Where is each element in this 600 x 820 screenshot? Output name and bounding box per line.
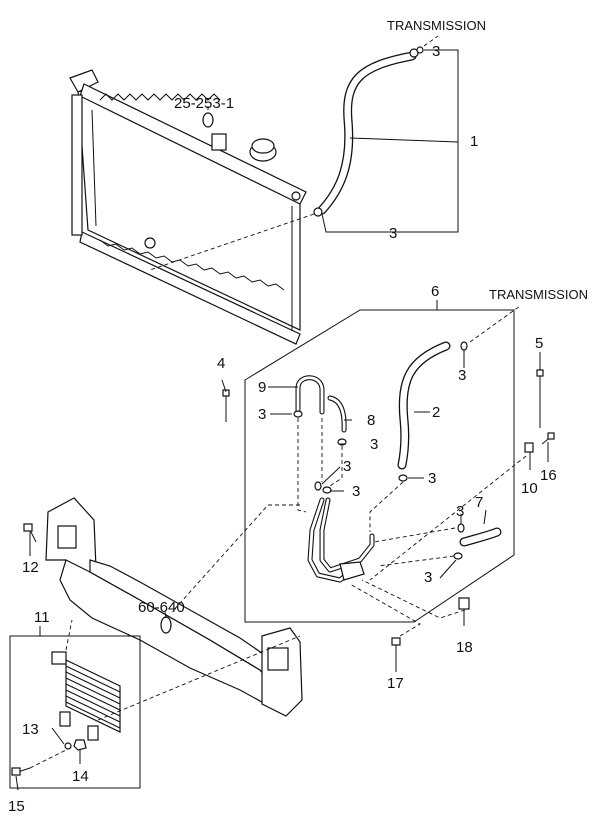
- bolt-4: [222, 389, 230, 422]
- hose-7: [459, 527, 502, 547]
- label-part-3-top: 3: [432, 43, 440, 60]
- label-part-6: 6: [431, 283, 439, 300]
- oil-cooler-pipe-assembly: [307, 497, 375, 583]
- label-part-12: 12: [22, 559, 39, 576]
- bolt-15: [11, 767, 31, 776]
- label-part-9: 9: [258, 379, 266, 396]
- label-part-7: 7: [475, 494, 483, 511]
- nut-13: [64, 742, 72, 750]
- label-part-3-radiator: 3: [389, 225, 397, 242]
- nut-14: [73, 739, 87, 751]
- bolt-5: [536, 369, 544, 428]
- part-11-group-outline: [9, 635, 141, 789]
- label-part-17: 17: [387, 675, 404, 692]
- solid-leaders: [15, 49, 549, 791]
- label-part-5: 5: [535, 335, 543, 352]
- clamp-3-top: [416, 46, 424, 54]
- label-part-14: 14: [72, 768, 89, 785]
- label-transmission-mid: TRANSMISSION: [489, 287, 588, 302]
- oil-cooler-hose-1: [313, 48, 419, 217]
- label-part-3-g: 3: [456, 503, 464, 520]
- label-part-3-b: 3: [370, 436, 378, 453]
- label-part-2: 2: [432, 404, 440, 421]
- ref-member: 60-640: [138, 599, 185, 616]
- clamps-3-group: [293, 341, 468, 560]
- label-part-16: 16: [540, 467, 557, 484]
- label-part-3-h: 3: [424, 569, 432, 586]
- bolt-12: [23, 523, 37, 543]
- label-part-18: 18: [456, 639, 473, 656]
- clip-18: [458, 597, 470, 610]
- label-part-8: 8: [367, 412, 375, 429]
- bolt-16: [541, 432, 555, 445]
- callout-labels: TRANSMISSION TRANSMISSION 25-253-1 60-64…: [8, 18, 588, 815]
- label-part-15: 15: [8, 798, 25, 815]
- part-6-group-outline: [244, 309, 515, 623]
- hose-9: [295, 375, 325, 415]
- hose-8: [327, 395, 347, 433]
- label-part-3-a: 3: [258, 406, 266, 423]
- label-part-3-c: 3: [343, 458, 351, 475]
- bolt-17: [391, 637, 401, 664]
- dashed-leaders: [29, 35, 527, 769]
- hose-2: [397, 341, 451, 470]
- label-transmission-top: TRANSMISSION: [387, 18, 486, 33]
- clip-10: [524, 442, 534, 453]
- label-part-3-d: 3: [352, 483, 360, 500]
- label-part-13: 13: [22, 721, 39, 738]
- label-part-1: 1: [470, 133, 478, 150]
- ref-radiator: 25-253-1: [174, 95, 234, 112]
- label-part-3-f: 3: [458, 367, 466, 384]
- label-part-10: 10: [521, 480, 538, 497]
- label-part-11: 11: [34, 609, 50, 626]
- label-part-4: 4: [217, 355, 225, 372]
- front-cross-member: [45, 497, 303, 717]
- label-part-3-e: 3: [428, 470, 436, 487]
- radiator-assembly: [69, 69, 307, 345]
- oil-cooler-11: [51, 651, 121, 741]
